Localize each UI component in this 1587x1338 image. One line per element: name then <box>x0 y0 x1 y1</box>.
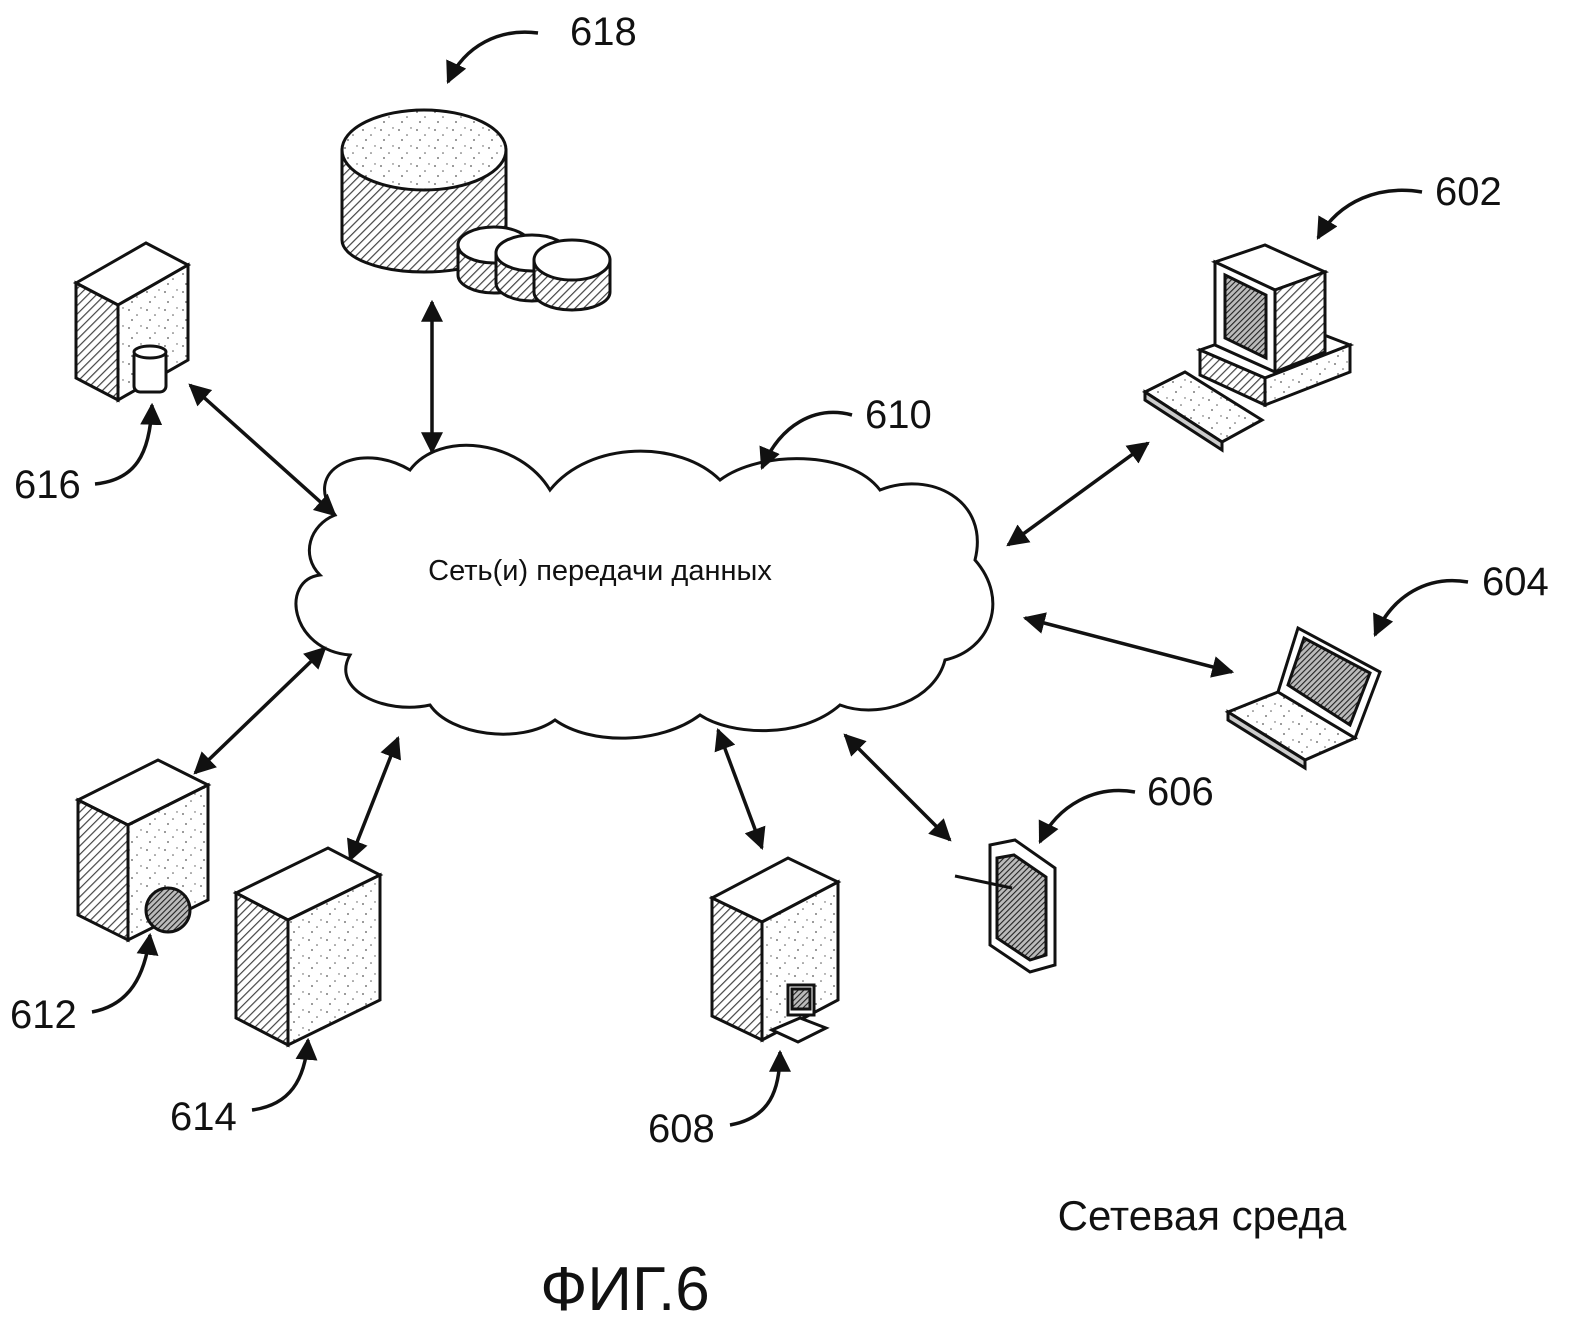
laptop-icon <box>1224 625 1382 771</box>
desktop-computer-icon <box>1141 243 1355 453</box>
database-storage-icon <box>340 108 612 312</box>
ref-612: 612 <box>10 993 77 1037</box>
leader-610 <box>759 410 853 471</box>
ref-610: 610 <box>865 393 932 437</box>
figure-label: ФИГ.6 <box>540 1255 709 1324</box>
leader-616 <box>94 402 163 486</box>
network-label: Сеть(и) передачи данных <box>428 555 772 587</box>
ref-606: 606 <box>1147 770 1214 814</box>
server-icon <box>232 846 384 1048</box>
network-cloud: Сеть(и) передачи данных <box>294 443 995 740</box>
ref-604: 604 <box>1482 560 1549 604</box>
diagram-caption: Сетевая среда <box>1058 1192 1347 1239</box>
ref-616: 616 <box>14 463 81 507</box>
server-with-database-icon <box>72 241 192 403</box>
leader-606 <box>1038 788 1136 844</box>
leader-608 <box>729 1049 791 1127</box>
link-614 <box>347 735 401 863</box>
reference-leaders <box>91 30 1469 1127</box>
leader-614 <box>251 1037 318 1112</box>
link-608 <box>714 727 766 851</box>
ref-608: 608 <box>648 1107 715 1151</box>
leader-612 <box>91 932 159 1014</box>
link-604 <box>1022 612 1235 678</box>
ref-618: 618 <box>570 10 637 54</box>
link-602 <box>1006 441 1150 547</box>
reference-numerals: 618 602 610 604 606 616 612 614 608 <box>10 10 1549 1151</box>
mobile-device-icon <box>954 838 1057 974</box>
link-616 <box>188 383 337 517</box>
server-with-workstation-icon <box>708 856 842 1044</box>
ref-602: 602 <box>1435 170 1502 214</box>
link-612 <box>193 646 327 775</box>
connections <box>188 299 1235 863</box>
leader-602 <box>1316 188 1423 240</box>
leader-604 <box>1373 578 1469 638</box>
server-with-disc-icon <box>74 758 212 943</box>
link-606 <box>843 733 952 842</box>
leader-618 <box>446 30 539 84</box>
ref-614: 614 <box>170 1095 237 1139</box>
